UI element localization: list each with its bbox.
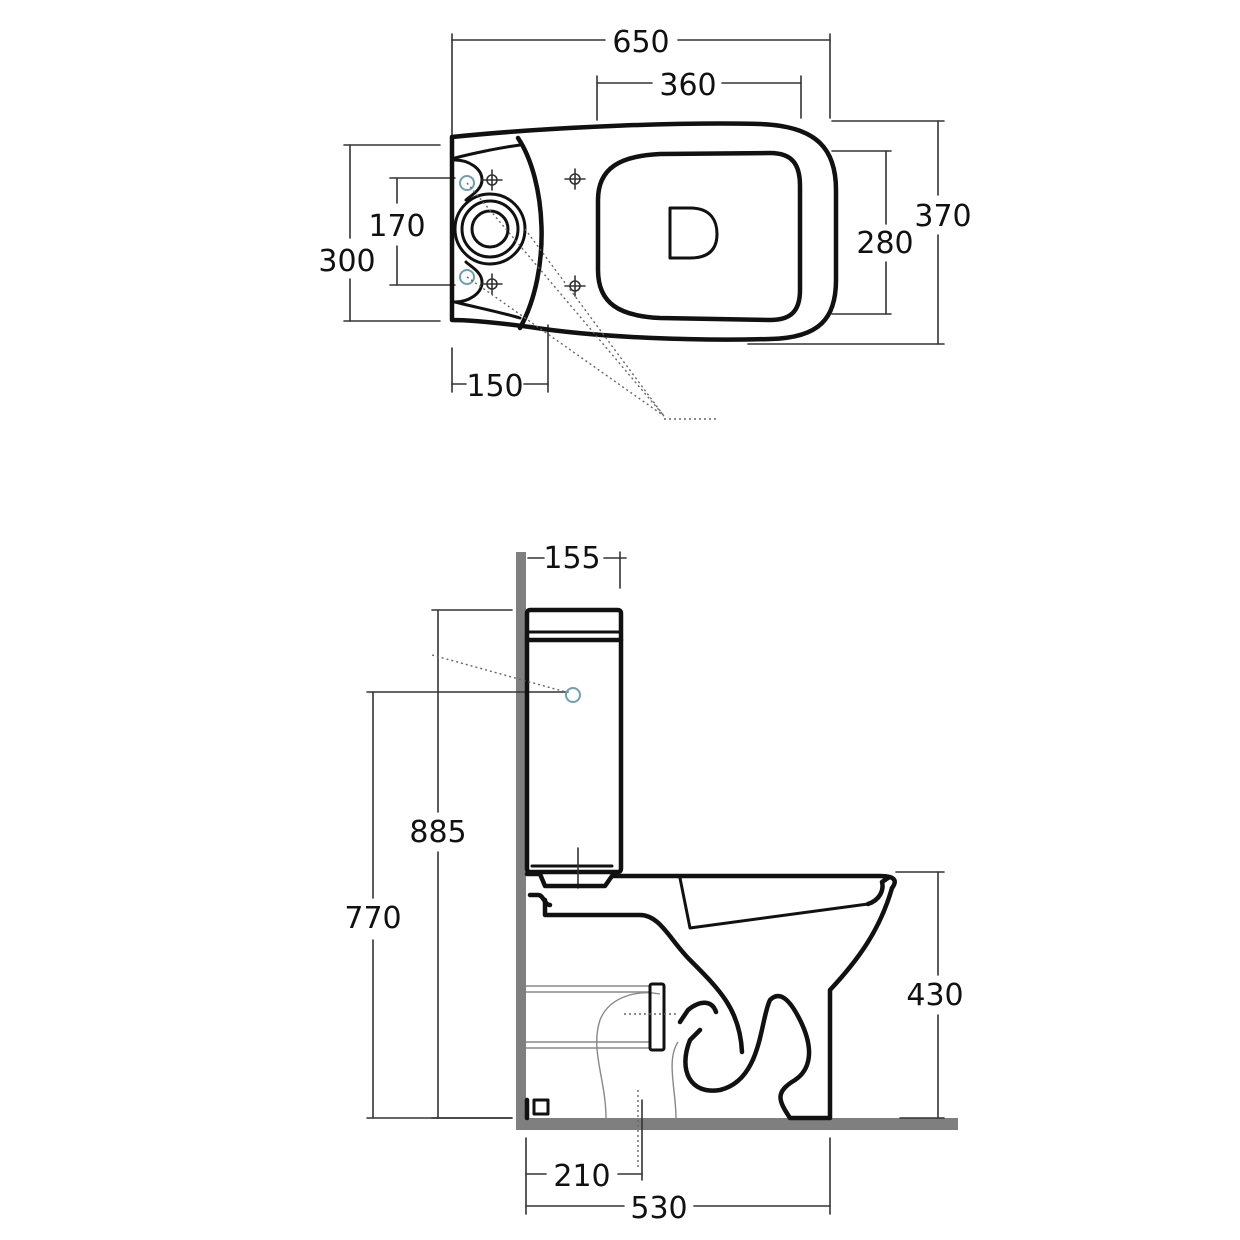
wall xyxy=(516,552,526,1130)
dim-fixing-distance: 170 xyxy=(368,177,456,286)
label-total-height: 885 xyxy=(409,815,466,850)
dim-overall-width: 370 xyxy=(747,120,972,345)
dim-overall-depth: 530 xyxy=(525,1137,831,1226)
toilet-top-outline xyxy=(449,121,839,420)
dim-tank-thickness: 155 xyxy=(527,541,627,589)
dim-total-height: 885 xyxy=(409,609,513,1119)
dim-inlet-height: 770 xyxy=(344,691,569,1119)
dim-tank-width: 300 xyxy=(318,144,441,322)
dim-tank-depth: 150 xyxy=(451,324,549,404)
label-fixing-distance: 170 xyxy=(368,209,425,244)
dim-seat-width: 280 xyxy=(831,150,914,315)
dim-seat-length: 360 xyxy=(596,68,802,121)
side-view: 155 885 770 430 xyxy=(344,541,963,1226)
dim-overall-length: 650 xyxy=(451,25,831,139)
label-inlet-height: 770 xyxy=(344,901,401,936)
inlet-marker-top-icon xyxy=(459,175,475,191)
label-rim-height: 430 xyxy=(906,978,963,1013)
label-tank-thickness: 155 xyxy=(543,541,600,576)
label-seat-width: 280 xyxy=(856,226,913,261)
label-seat-length: 360 xyxy=(659,68,716,103)
cistern-side xyxy=(431,607,624,889)
dim-rim-height: 430 xyxy=(895,871,964,1119)
inlet-marker-side-icon xyxy=(565,687,581,703)
top-view: 650 360 370 280 xyxy=(318,25,972,420)
label-outlet-distance: 210 xyxy=(553,1159,610,1194)
label-tank-width: 300 xyxy=(318,244,375,279)
label-overall-width: 370 xyxy=(914,199,971,234)
dim-outlet-distance: 210 xyxy=(525,1099,643,1215)
label-overall-depth: 530 xyxy=(630,1191,687,1226)
floor xyxy=(516,1118,958,1130)
fixing-hole-icon xyxy=(481,168,586,297)
pan-side xyxy=(524,871,897,1168)
label-overall-length: 650 xyxy=(612,25,669,60)
inlet-marker-bottom-icon xyxy=(459,269,475,285)
label-tank-depth: 150 xyxy=(466,369,523,404)
